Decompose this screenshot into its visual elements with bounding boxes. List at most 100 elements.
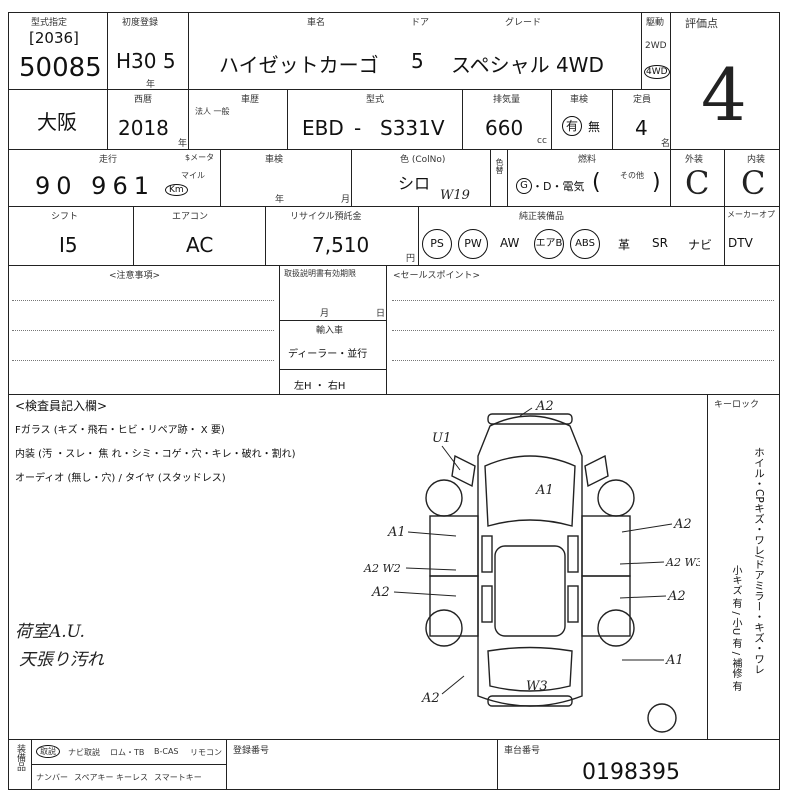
model-code: S331V bbox=[380, 116, 445, 140]
equip-navi: ナビ bbox=[688, 238, 713, 252]
mileage-unit-km: Km bbox=[165, 184, 188, 196]
equip-sr: SR bbox=[652, 236, 668, 250]
history-sub: 法人 一般 bbox=[195, 107, 230, 116]
model-code-label: 型式 bbox=[366, 95, 385, 105]
footer-item-navi-manual: ナビ取説 bbox=[68, 748, 100, 757]
caution-rule-2 bbox=[12, 330, 274, 331]
car-rear bbox=[487, 646, 573, 692]
footer-serial: 0198395 bbox=[582, 760, 680, 785]
cc-cell: 排気量 660 cc bbox=[462, 89, 552, 150]
first-reg-cell: 初度登録 H30 5 年 bbox=[107, 12, 189, 90]
history-cell: 車歴 法人 一般 bbox=[188, 89, 288, 150]
sales-label: <セールスポイント> bbox=[393, 271, 481, 281]
color-change-cell: 色替 bbox=[490, 149, 508, 207]
color-label: 色 (ColNo) bbox=[400, 155, 446, 165]
car-wheel-rear-left bbox=[425, 609, 463, 647]
color-code: W19 bbox=[440, 188, 470, 203]
first-reg-label: 初度登録 bbox=[122, 18, 159, 28]
cc-unit: cc bbox=[537, 136, 547, 146]
footer-serial-cell: 車台番号 0198395 bbox=[497, 739, 780, 790]
car-right-mirror bbox=[584, 454, 609, 488]
inspection-year-unit: 年 bbox=[275, 195, 285, 205]
inspector-note-1: 荷室A.U. bbox=[15, 622, 85, 642]
footer-serial-label: 車台番号 bbox=[504, 746, 541, 756]
mileage-label: 走行 bbox=[99, 155, 118, 165]
inspector-interior: 内装 (汚 ・スレ・ 焦 れ・シミ・コゲ・穴・キレ・破れ・割れ) bbox=[15, 449, 296, 460]
car-name: ハイゼットカーゴ bbox=[219, 53, 379, 77]
grade-label: グレード bbox=[505, 18, 542, 28]
mark-right-a2: A2 bbox=[673, 517, 692, 532]
recycle-label: リサイクル預託金 bbox=[290, 212, 362, 222]
car-spare-wheel bbox=[647, 703, 677, 733]
footer-items: 取説 ナビ取説 ロム・TB B-CAS リモコン ナンバー スペアキー キーレス… bbox=[31, 739, 227, 790]
car-right-front-door bbox=[581, 515, 631, 577]
inspect-none: 無 bbox=[588, 120, 601, 134]
model-code-cell: 型式 EBD - S331V bbox=[287, 89, 463, 150]
color-cell: 色 (ColNo) シロ W19 bbox=[351, 149, 491, 207]
seats-label: 定員 bbox=[633, 95, 652, 105]
drive-4wd: 4WD bbox=[644, 65, 670, 79]
score-cell: 評価点 4 bbox=[670, 12, 780, 150]
handle-cell: 左H ・ 右H bbox=[279, 369, 387, 395]
year-label: 西暦 bbox=[134, 95, 153, 105]
door-label: ドア bbox=[411, 18, 430, 28]
mark-left-rear-a2: A2 bbox=[371, 585, 390, 600]
seats-unit: 名 bbox=[661, 139, 671, 149]
mark-left-rear-a2-leader bbox=[393, 591, 457, 597]
mark-left-a1: A1 bbox=[387, 525, 406, 540]
footer-left-label: 装備品 bbox=[8, 739, 32, 790]
mark-rear-w3: W3 bbox=[526, 679, 548, 694]
fuel-label: 燃料 bbox=[578, 155, 597, 165]
mark-right-a2w3: A2 W3 bbox=[665, 556, 700, 569]
fuel-paren-close: ) bbox=[652, 170, 661, 195]
mark-rear-left-a2-leader bbox=[441, 675, 465, 695]
mark-front-a2: A2 bbox=[535, 399, 554, 414]
ac-label: エアコン bbox=[172, 212, 209, 222]
car-rear-bumper bbox=[487, 695, 573, 707]
int-label: 内装 bbox=[747, 155, 766, 165]
cc-label: 排気量 bbox=[493, 95, 521, 105]
footer-equip-label: 装備品 bbox=[15, 744, 25, 771]
seats-cell: 定員 4 名 bbox=[612, 89, 671, 150]
fuel-other: その他 bbox=[620, 171, 644, 180]
mark-right-rear-a2: A2 bbox=[667, 589, 686, 604]
lot-cell: 型式指定 [2036] 50085 bbox=[8, 12, 108, 90]
inspect-yes: 有 bbox=[562, 116, 582, 136]
car-right-rear-door bbox=[581, 575, 631, 637]
int-value: C bbox=[741, 164, 766, 202]
recycle-value: 7,510 bbox=[312, 233, 370, 257]
mark-left-a1-leader bbox=[407, 531, 457, 537]
inspect-label: 車検 bbox=[570, 95, 589, 105]
expiry-day: 日 bbox=[376, 309, 386, 319]
mark-rear-left-a2: A2 bbox=[421, 691, 440, 706]
car-right-window-rear bbox=[567, 585, 579, 623]
year: 2018 bbox=[118, 116, 169, 140]
car-left-front-door bbox=[429, 515, 479, 577]
caution-rule-3 bbox=[12, 360, 274, 361]
keylock-label: キーロック bbox=[714, 400, 760, 410]
car-right-window-front bbox=[567, 535, 579, 573]
footer-item-keyless: キーレス bbox=[116, 773, 148, 782]
mileage-value: 90 961 bbox=[35, 172, 155, 200]
footer-item-spare-key: スペアキー bbox=[74, 773, 114, 782]
footer-item-remote: リモコン bbox=[190, 748, 222, 757]
vendor-label: メーカーオプ bbox=[727, 210, 775, 219]
ext-label: 外装 bbox=[685, 155, 704, 165]
score-label: 評価点 bbox=[685, 17, 718, 30]
footer-item-smart-key: スマートキー bbox=[154, 773, 202, 782]
equipment-label: 純正装備品 bbox=[519, 212, 565, 222]
caution-label: <注意事項> bbox=[109, 271, 161, 281]
year-cell: 西暦 2018 年 bbox=[107, 89, 189, 150]
side-note-1: ホイル・CPキズ・ワレ/ドアミラー・キズ・ワレ bbox=[753, 447, 765, 675]
int-cell: 内装 C bbox=[724, 149, 780, 207]
mark-right-rear-a2-leader bbox=[619, 595, 667, 599]
expiry-month: 月 bbox=[320, 309, 330, 319]
grade: スペシャル 4WD bbox=[451, 53, 604, 77]
first-reg-year-unit: 年 bbox=[146, 80, 156, 90]
mark-u1-leader bbox=[441, 445, 461, 471]
car-wheel-rear-right bbox=[597, 609, 635, 647]
expiry-cell: 取扱説明書有効期限 月 日 bbox=[279, 265, 387, 321]
recycle-cell: リサイクル預託金 7,510 円 bbox=[265, 206, 419, 266]
car-left-mirror bbox=[451, 454, 476, 488]
car-hood bbox=[484, 455, 576, 527]
